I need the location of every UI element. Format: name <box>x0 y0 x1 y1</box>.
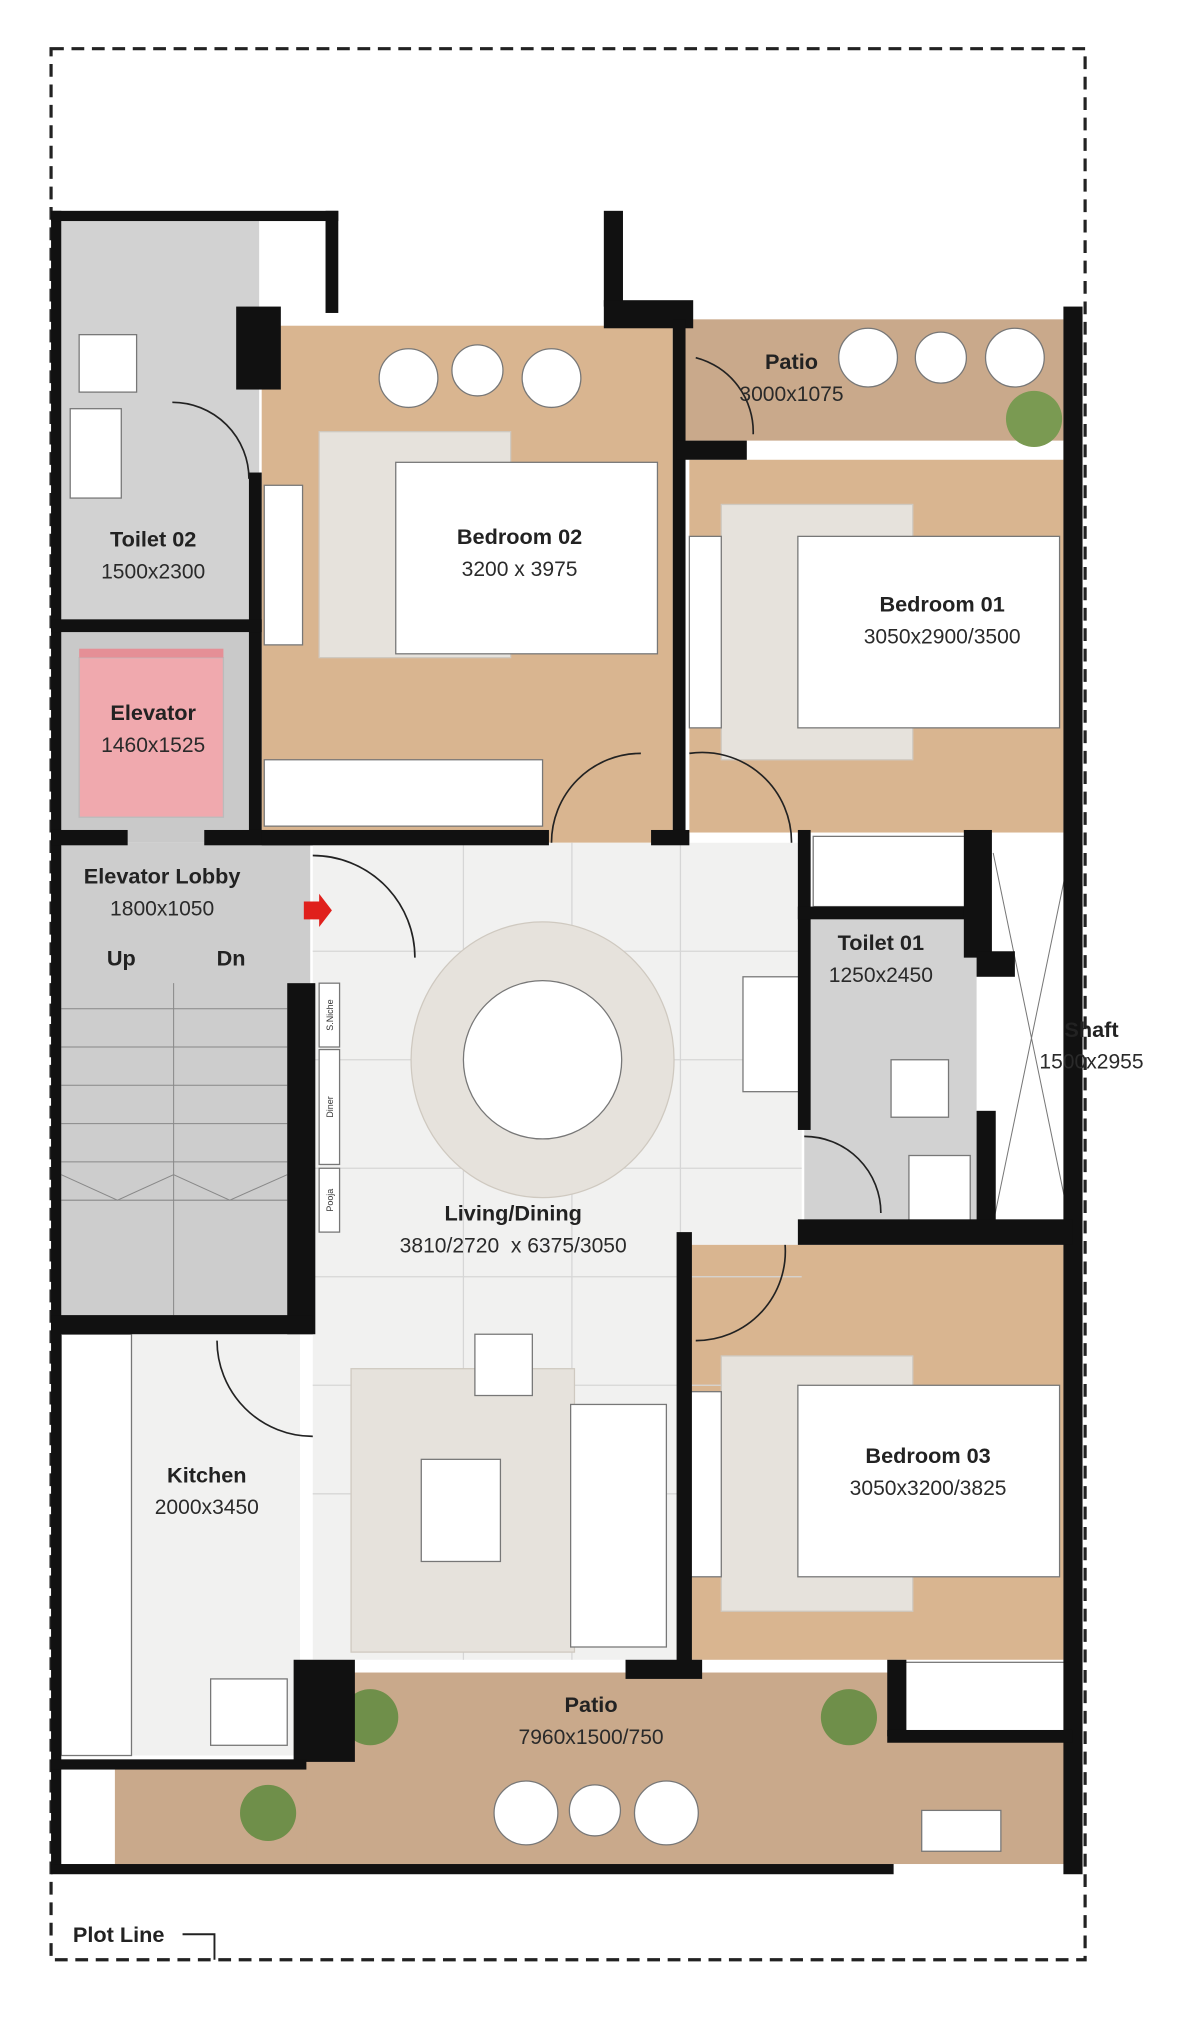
shaft-name: Shaft <box>1064 1017 1118 1042</box>
patio-table <box>451 344 504 397</box>
patio-table <box>568 1784 622 1837</box>
bedroom01-dims: 3050x2900/3500 <box>864 626 1021 649</box>
walls <box>51 210 1083 1875</box>
entry-arrow-icon <box>303 893 332 927</box>
desk <box>742 976 802 1093</box>
patio-chair <box>838 327 899 388</box>
toilet-wc <box>890 1059 950 1118</box>
plant <box>342 1689 399 1746</box>
patio-top-dims: 3000x1075 <box>739 383 843 406</box>
elevator-lobby-floor <box>61 842 311 1316</box>
sofa <box>570 1403 668 1648</box>
patio-chair <box>378 348 439 409</box>
doors <box>172 356 882 1438</box>
toilet01-dims: 1250x2450 <box>829 964 933 987</box>
patio-top-name: Patio <box>765 349 818 374</box>
patio-chair <box>984 327 1045 388</box>
room-labels: Toilet 02 1500x2300 Bedroom 02 3200 x 39… <box>73 349 1144 1947</box>
bedroom03-name: Bedroom 03 <box>865 1443 990 1468</box>
patio-chair <box>493 1780 559 1846</box>
tv-unit <box>688 1391 722 1578</box>
toilet02-name: Toilet 02 <box>110 527 196 552</box>
furniture <box>60 327 1071 1852</box>
toilet-wc <box>78 334 138 393</box>
niche-box <box>318 1167 341 1233</box>
plot-line-leader <box>182 1933 216 1960</box>
kitchen-counter <box>60 1333 133 1757</box>
patio-bench <box>921 1809 1002 1852</box>
armchair <box>474 1333 533 1397</box>
kitchen-name: Kitchen <box>167 1462 247 1487</box>
wardrobe <box>263 759 544 827</box>
bedroom02-dims: 3200 x 3975 <box>462 558 578 581</box>
sink <box>210 1678 288 1746</box>
patio-chair <box>633 1780 699 1846</box>
kitchen-dims: 2000x3450 <box>155 1496 259 1519</box>
living-dining-name: Living/Dining <box>445 1201 582 1226</box>
living-dining-dims: 3810/2720 x 6375/3050 <box>400 1235 627 1258</box>
bedroom01-name: Bedroom 01 <box>879 592 1004 617</box>
elevator-lobby-dims: 1800x1050 <box>110 898 214 921</box>
bedroom02-name: Bedroom 02 <box>457 524 582 549</box>
niche-label-diner: Diner <box>325 1096 335 1117</box>
niche-label-s-niche: S.Niche <box>325 999 335 1030</box>
niche-box <box>318 982 341 1048</box>
toilet01-name: Toilet 01 <box>838 930 924 955</box>
bed <box>797 1384 1061 1578</box>
niche-label-pooja: Pooja <box>325 1189 335 1212</box>
stairs-down-label: Dn <box>217 945 246 970</box>
plot-line-label: Plot Line <box>73 1922 165 1947</box>
bedroom03-dims: 3050x3200/3825 <box>850 1477 1007 1500</box>
patio-bottom-dims: 7960x1500/750 <box>518 1726 663 1749</box>
wardrobe <box>812 835 971 908</box>
staircase[interactable] <box>61 983 288 1316</box>
tv-unit <box>263 484 304 646</box>
dining-table <box>462 979 623 1140</box>
bathtub <box>69 408 122 499</box>
plant <box>1005 390 1063 447</box>
elevator-door-strip <box>79 648 224 658</box>
patio-bottom-name: Patio <box>565 1692 618 1717</box>
stairs-up-label: Up <box>107 945 136 970</box>
niche-box <box>318 1048 341 1166</box>
toilet02-dims: 1500x2300 <box>101 560 205 583</box>
bed <box>395 461 659 655</box>
elevator-lobby-name: Elevator Lobby <box>84 864 241 889</box>
tv-unit <box>688 535 722 729</box>
shaft-dims: 1500x2955 <box>1039 1051 1143 1074</box>
shaft-hatch <box>992 852 1071 1224</box>
elevator-car <box>78 657 225 818</box>
plant <box>820 1689 878 1746</box>
elevator-dims: 1460x1525 <box>101 734 205 757</box>
elevator-name: Elevator <box>110 700 196 725</box>
plant <box>240 1784 297 1842</box>
wardrobe <box>903 1661 1071 1734</box>
patio-table <box>914 331 968 384</box>
coffee-table <box>420 1458 502 1563</box>
bed <box>797 535 1061 729</box>
patio-chair <box>521 348 582 409</box>
